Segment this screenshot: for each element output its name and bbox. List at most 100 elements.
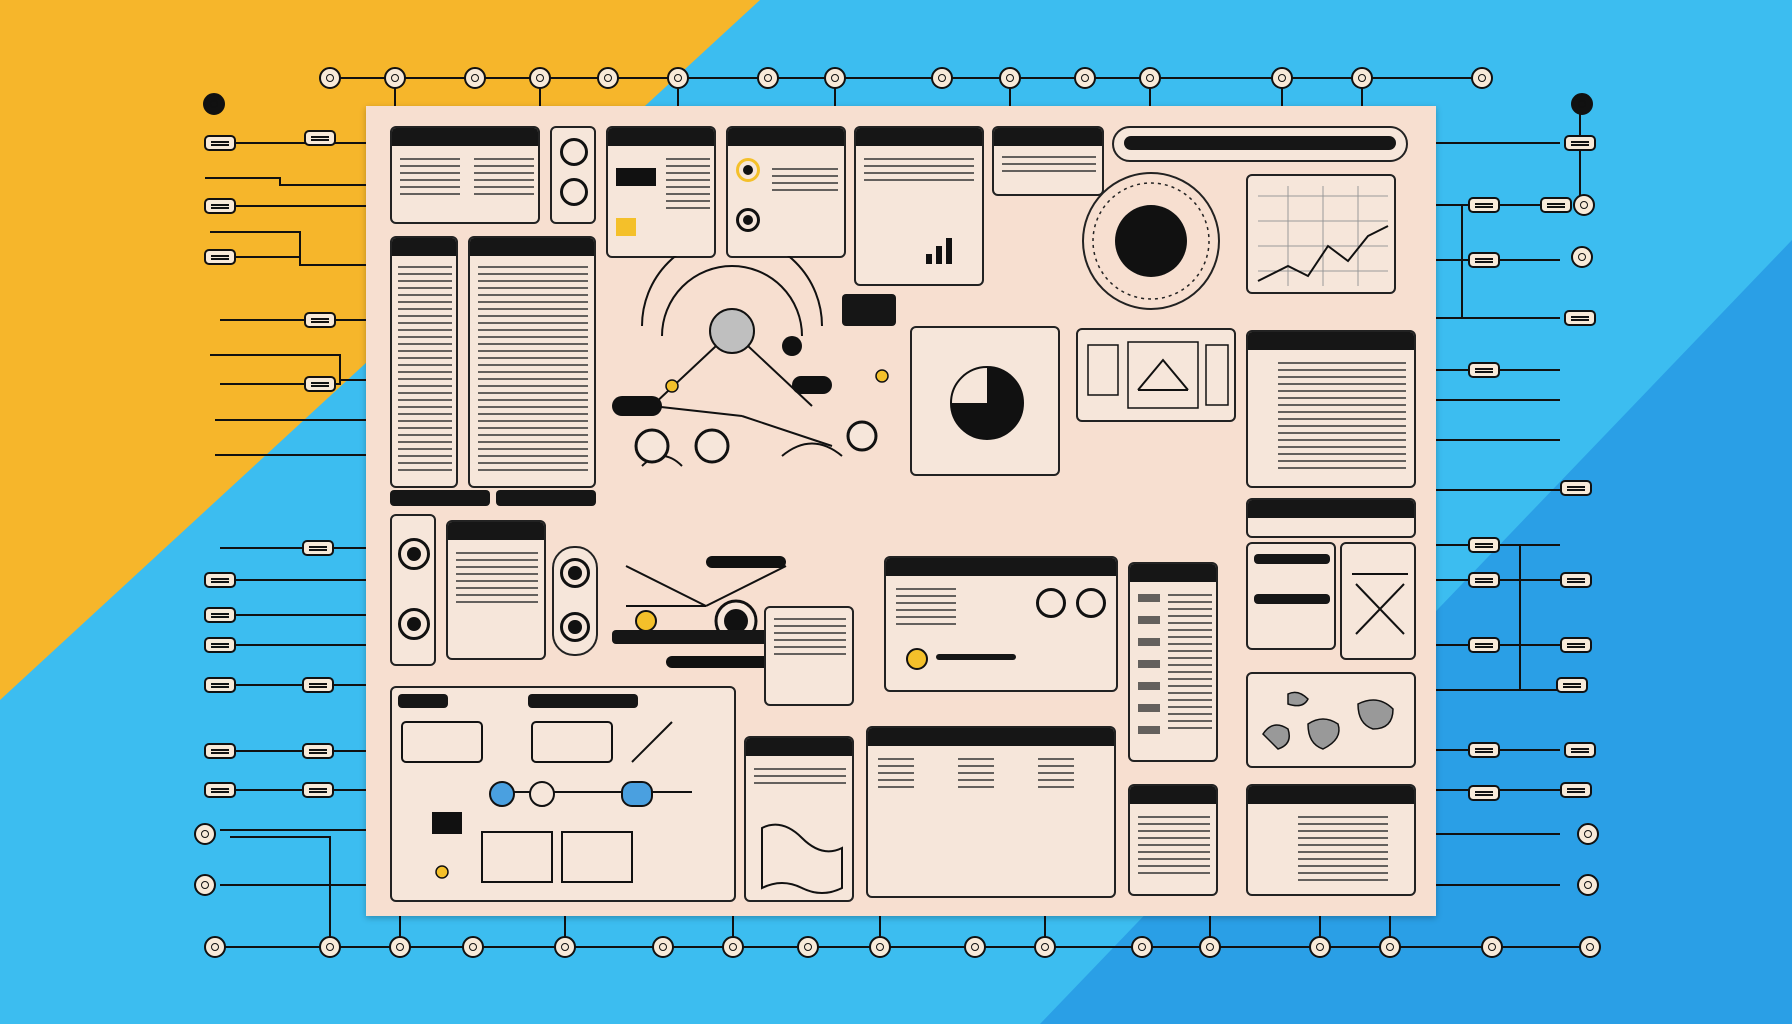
card-panel[interactable] xyxy=(446,520,546,660)
tag-pill-icon[interactable] xyxy=(302,677,334,693)
progress-track[interactable] xyxy=(612,630,776,644)
section-tab[interactable] xyxy=(390,490,490,506)
tag-pill-icon[interactable] xyxy=(1468,362,1500,378)
report-panel[interactable] xyxy=(854,126,984,286)
panel-tab[interactable] xyxy=(398,694,448,708)
connector-node[interactable] xyxy=(1379,936,1401,958)
connector-node[interactable] xyxy=(1074,67,1096,89)
steps-panel[interactable] xyxy=(1128,562,1218,762)
pie-chart-panel[interactable] xyxy=(910,326,1060,476)
tag-pill-icon[interactable] xyxy=(1564,135,1596,151)
search-input[interactable] xyxy=(1124,136,1396,150)
tag-pill-icon[interactable] xyxy=(204,135,236,151)
tag-pill-icon[interactable] xyxy=(1560,480,1592,496)
donut-chart-icon[interactable] xyxy=(1076,166,1226,316)
connector-node[interactable] xyxy=(1577,874,1599,896)
chart-panel[interactable] xyxy=(606,126,716,258)
list-panel[interactable] xyxy=(1246,330,1416,488)
connector-node[interactable] xyxy=(204,936,226,958)
slider-track[interactable] xyxy=(936,654,1016,660)
flow-panel[interactable] xyxy=(726,126,846,258)
tag-pill-icon[interactable] xyxy=(204,743,236,759)
tag-pill-icon[interactable] xyxy=(1468,537,1500,553)
table-panel[interactable] xyxy=(866,726,1116,898)
tag-pill-icon[interactable] xyxy=(1468,252,1500,268)
map-panel[interactable] xyxy=(744,736,854,902)
connector-node[interactable] xyxy=(1471,67,1493,89)
ring-node-icon[interactable] xyxy=(1076,588,1106,618)
section-tab[interactable] xyxy=(496,490,596,506)
workflow-panel[interactable] xyxy=(390,686,736,902)
connector-node[interactable] xyxy=(1481,936,1503,958)
connector-node[interactable] xyxy=(1571,246,1593,268)
connector-node[interactable] xyxy=(1139,67,1161,89)
tag-pill-icon[interactable] xyxy=(1468,637,1500,653)
tag-pill-icon[interactable] xyxy=(304,312,336,328)
connector-node[interactable] xyxy=(462,936,484,958)
connector-node[interactable] xyxy=(203,93,225,115)
connector-node[interactable] xyxy=(464,67,486,89)
ring-node-icon[interactable] xyxy=(560,612,590,642)
connector-node[interactable] xyxy=(1034,936,1056,958)
connector-node[interactable] xyxy=(797,936,819,958)
ring-node-icon[interactable] xyxy=(560,558,590,588)
tag-pill-icon[interactable] xyxy=(204,637,236,653)
tag-pill-icon[interactable] xyxy=(1564,310,1596,326)
connector-node[interactable] xyxy=(1351,67,1373,89)
tag-pill-icon[interactable] xyxy=(1556,677,1588,693)
form-panel[interactable] xyxy=(1128,784,1218,896)
connector-node[interactable] xyxy=(722,936,744,958)
connector-node[interactable] xyxy=(931,67,953,89)
tag-pill-icon[interactable] xyxy=(302,540,334,556)
tag-pill-icon[interactable] xyxy=(1468,572,1500,588)
connector-node[interactable] xyxy=(194,874,216,896)
ring-node-icon[interactable] xyxy=(736,158,760,182)
icon-column[interactable] xyxy=(550,126,596,224)
tag-pill-icon[interactable] xyxy=(204,782,236,798)
header-panel[interactable] xyxy=(1246,498,1416,538)
tag-pill-icon[interactable] xyxy=(204,677,236,693)
node-column[interactable] xyxy=(390,514,436,666)
card-panel[interactable] xyxy=(1246,542,1336,650)
connector-node[interactable] xyxy=(757,67,779,89)
ring-node-icon[interactable] xyxy=(398,538,430,570)
ring-node-icon[interactable] xyxy=(560,138,588,166)
connector-node[interactable] xyxy=(1577,823,1599,845)
tag-pill-icon[interactable] xyxy=(304,376,336,392)
tag-pill-icon[interactable] xyxy=(204,249,236,265)
toggle-column[interactable] xyxy=(552,546,598,656)
panel-tab[interactable] xyxy=(528,694,638,708)
tag-pill-icon[interactable] xyxy=(1560,572,1592,588)
world-map-panel[interactable] xyxy=(1246,672,1416,768)
tag-pill-icon[interactable] xyxy=(302,743,334,759)
connector-node[interactable] xyxy=(1571,93,1593,115)
tag-pill-icon[interactable] xyxy=(1468,742,1500,758)
checklist-panel[interactable] xyxy=(764,606,854,706)
connector-node[interactable] xyxy=(999,67,1021,89)
connector-node[interactable] xyxy=(1573,194,1595,216)
search-bar[interactable] xyxy=(1112,126,1408,162)
tag-pill-icon[interactable] xyxy=(204,572,236,588)
connector-node[interactable] xyxy=(1309,936,1331,958)
connector-node[interactable] xyxy=(1271,67,1293,89)
tools-panel[interactable] xyxy=(884,556,1118,692)
network-panel[interactable] xyxy=(1340,542,1416,660)
tag-pill-icon[interactable] xyxy=(1560,637,1592,653)
document-panel[interactable] xyxy=(468,236,596,488)
connector-node[interactable] xyxy=(319,67,341,89)
connector-node[interactable] xyxy=(964,936,986,958)
settings-panel[interactable] xyxy=(1076,328,1236,422)
connector-node[interactable] xyxy=(824,67,846,89)
tag-pill-icon[interactable] xyxy=(1560,782,1592,798)
connector-node[interactable] xyxy=(869,936,891,958)
emoji-grid-panel[interactable] xyxy=(1246,784,1416,896)
ring-node-icon[interactable] xyxy=(560,178,588,206)
tag-pill-icon[interactable] xyxy=(304,130,336,146)
flow-diagram[interactable] xyxy=(606,526,806,676)
tag-pill-icon[interactable] xyxy=(204,198,236,214)
table-panel[interactable] xyxy=(390,126,540,224)
tag-pill-icon[interactable] xyxy=(1468,197,1500,213)
line-chart-panel[interactable] xyxy=(1246,174,1396,294)
tag-pill-icon[interactable] xyxy=(1564,742,1596,758)
flow-diagram[interactable] xyxy=(602,256,962,496)
